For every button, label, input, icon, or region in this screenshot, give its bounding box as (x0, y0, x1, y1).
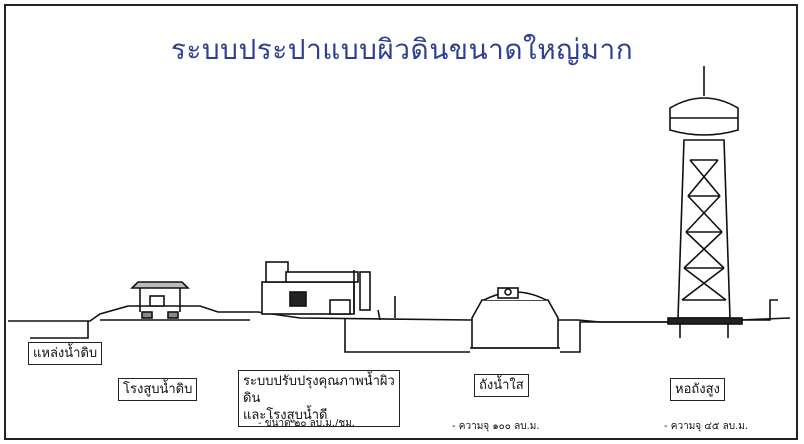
pipe-tank-to-tower (560, 321, 680, 353)
clear-tank-capacity-caption: - ความจุ ๑๐๐ ลบ.ม. (452, 421, 540, 432)
underground-pipe (344, 318, 470, 353)
treatment-capacity-caption: - ขนาด ๒๐ ลบ.ม./ชม. (258, 418, 355, 429)
raw-pump-house (130, 281, 190, 319)
outlet-pipe (740, 299, 778, 321)
raw-water-pipe (30, 321, 89, 339)
source-label: แหล่งน้ำดิบ (28, 342, 103, 365)
tower-label: หอถังสูง (670, 378, 725, 401)
treatment-plant (261, 261, 396, 321)
treatment-label: ระบบปรับปรุงคุณภาพน้ำผิวดิน และโรงสูบน้ำ… (238, 370, 400, 427)
tower-capacity-caption: - ความจุ ๔๕ ลบ.ม. (664, 421, 749, 432)
diagram-title: ระบบประปาแบบผิวดินขนาดใหญ่มาก (170, 33, 634, 66)
clear-water-tank (470, 287, 560, 349)
clear-tank-label: ถังน้ำใส (474, 374, 529, 397)
water-tower (667, 66, 743, 338)
diagram-frame (4, 4, 798, 440)
raw-pump-label: โรงสูบน้ำดิบ (118, 378, 198, 401)
treatment-label-line2: และโรงสูบน้ำดี (243, 408, 328, 423)
treatment-label-line1: ระบบปรับปรุงคุณภาพน้ำผิวดิน (243, 374, 395, 406)
